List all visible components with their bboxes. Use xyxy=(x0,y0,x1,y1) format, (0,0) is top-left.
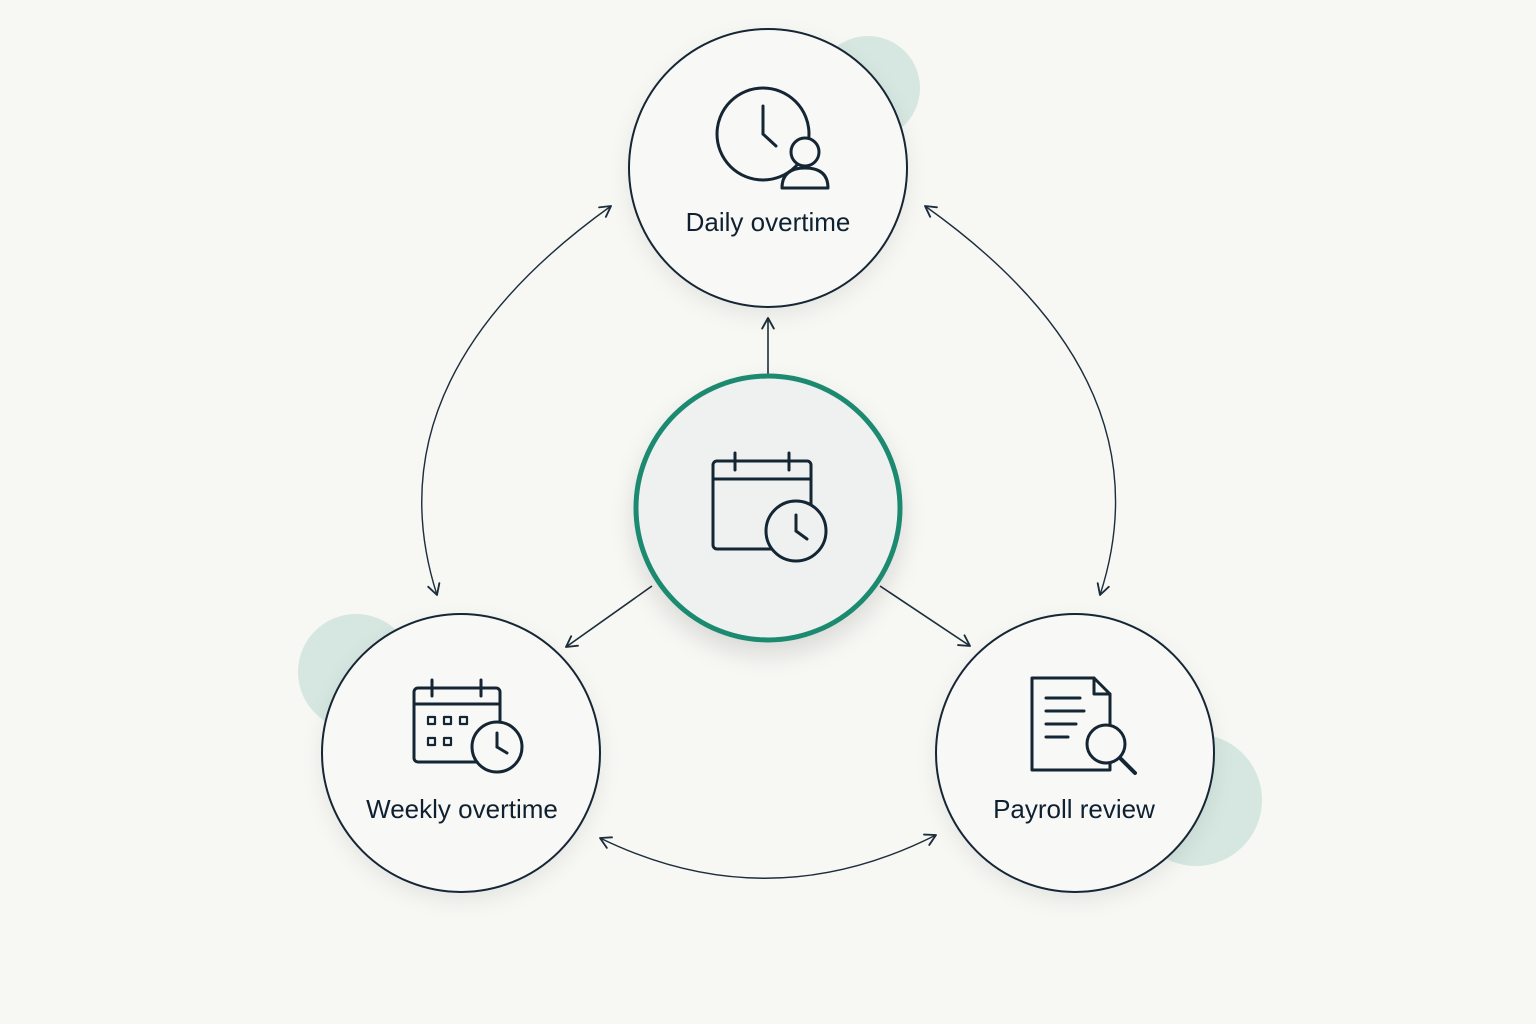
node-label-weekly-overtime: Weekly overtime xyxy=(366,794,558,824)
node-center-hub xyxy=(633,373,903,643)
connector-center-right xyxy=(879,585,971,647)
connector-left-right xyxy=(599,833,937,879)
calendar-clock-icon xyxy=(711,451,828,563)
connector-center-left xyxy=(565,585,653,648)
node-payroll-review: Payroll review xyxy=(935,613,1215,893)
node-label-payroll-review: Payroll review xyxy=(993,794,1155,824)
calendar-grid-clock-icon xyxy=(412,678,524,774)
clock-person-icon xyxy=(715,86,830,190)
connector-top-right xyxy=(924,205,1117,596)
node-label-daily-overtime: Daily overtime xyxy=(686,207,851,237)
node-weekly-overtime: Weekly overtime xyxy=(321,613,601,893)
connector-top-left xyxy=(421,205,612,596)
document-search-icon xyxy=(1030,676,1137,775)
node-daily-overtime: Daily overtime xyxy=(628,28,908,308)
